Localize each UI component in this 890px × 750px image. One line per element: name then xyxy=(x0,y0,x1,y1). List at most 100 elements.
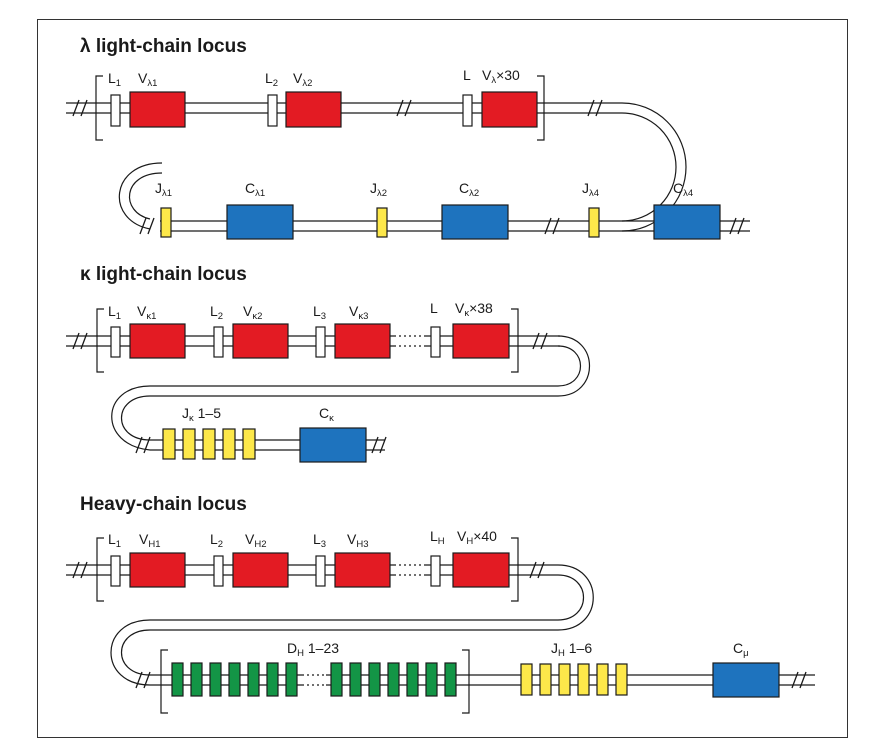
lambda-leader-n xyxy=(462,94,473,127)
heavy-d-label: DH 1–23 xyxy=(287,640,339,659)
heavy-d-segment-13 xyxy=(425,662,438,697)
lambda-v1-label: Vλ1 xyxy=(138,70,157,89)
kappa-j-segment-1 xyxy=(162,428,176,460)
heavy-leader-1 xyxy=(110,555,121,587)
kappa-v-segment-2 xyxy=(232,323,289,359)
heavy-v3-label: VH3 xyxy=(347,531,369,550)
kappa-j-segment-2 xyxy=(182,428,196,460)
heavy-j-segment-5 xyxy=(596,663,609,696)
kappa-leader-2 xyxy=(213,326,224,358)
heavy-c-mu-label: Cμ xyxy=(733,640,749,659)
lambda-v2-label: Vλ2 xyxy=(293,70,312,89)
lambda-j4-label: Jλ4 xyxy=(582,180,599,199)
kappa-v-bracket-right xyxy=(511,308,519,373)
kappa-c-segment xyxy=(299,427,367,463)
heavy-v1-label: VH1 xyxy=(139,531,161,550)
heavy-d-segment-11 xyxy=(387,662,400,697)
heavy-j-label: JH 1–6 xyxy=(551,640,592,659)
heavy-d-segment-6 xyxy=(266,662,279,697)
kappa-v2-label: Vκ2 xyxy=(243,303,262,322)
heavy-d-bracket-left xyxy=(160,649,168,714)
kappa-v-segment-1 xyxy=(129,323,186,359)
lambda-j-segment-1 xyxy=(160,207,172,238)
lambda-locus: λ light-chain locus xyxy=(66,36,750,240)
kappa-v-segment-3 xyxy=(334,323,391,359)
kappa-l2-label: L2 xyxy=(210,303,223,322)
heavy-v-segment-2 xyxy=(232,552,289,588)
heavy-d-segment-1 xyxy=(171,662,184,697)
kappa-v-segment-n xyxy=(452,323,510,359)
heavy-leader-2 xyxy=(213,555,224,587)
kappa-c-label: Cκ xyxy=(319,405,334,424)
lambda-vn-label: Vλ×30 xyxy=(482,67,520,86)
lambda-title: λ light-chain locus xyxy=(80,36,247,57)
lambda-l1-label: L1 xyxy=(108,70,121,89)
lambda-v-segment-n xyxy=(481,91,538,128)
kappa-l1-label: L1 xyxy=(108,303,121,322)
lambda-leader-1 xyxy=(110,94,121,127)
kappa-vn-label: Vκ×38 xyxy=(455,300,493,319)
lambda-leader-2 xyxy=(267,94,278,127)
heavy-l1-label: L1 xyxy=(108,531,121,550)
kappa-l-label: L xyxy=(430,300,438,316)
lambda-v-segment-1 xyxy=(129,91,186,128)
kappa-v3-label: Vκ3 xyxy=(349,303,368,322)
kappa-l3-label: L3 xyxy=(313,303,326,322)
heavy-lh-label: LH xyxy=(430,528,445,547)
kappa-j-segment-3 xyxy=(202,428,216,460)
lambda-l2-label: L2 xyxy=(265,70,278,89)
kappa-locus: κ light-chain locus xyxy=(66,264,591,463)
heavy-d-segment-3 xyxy=(209,662,222,697)
heavy-j-segment-2 xyxy=(539,663,552,696)
heavy-d-segment-4 xyxy=(228,662,241,697)
heavy-title: Heavy-chain locus xyxy=(80,494,247,515)
heavy-v-segment-3 xyxy=(334,552,391,588)
heavy-d-segment-10 xyxy=(368,662,381,697)
kappa-v1-label: Vκ1 xyxy=(137,303,156,322)
kappa-leader-1 xyxy=(110,326,121,358)
kappa-j-segment-4 xyxy=(222,428,236,460)
lambda-v-segment-2 xyxy=(285,91,342,128)
heavy-l2-label: L2 xyxy=(210,531,223,550)
heavy-d-segment-7 xyxy=(285,662,298,697)
lambda-c4-label: Cλ4 xyxy=(673,180,693,199)
lambda-j-segment-4 xyxy=(588,207,600,238)
heavy-d-bracket-right xyxy=(462,649,470,714)
kappa-j-segment-5 xyxy=(242,428,256,460)
lambda-c2-label: Cλ2 xyxy=(459,180,479,199)
heavy-leader-h xyxy=(430,555,441,587)
lambda-j-segment-2 xyxy=(376,207,388,238)
kappa-j-label: Jκ 1–5 xyxy=(182,405,221,424)
heavy-vn-label: VH×40 xyxy=(457,528,497,547)
lambda-c1-label: Cλ1 xyxy=(245,180,265,199)
lambda-v-bracket-left xyxy=(95,75,103,141)
heavy-l3-label: L3 xyxy=(313,531,326,550)
lambda-j2-label: Jλ2 xyxy=(370,180,387,199)
heavy-d-segment-12 xyxy=(406,662,419,697)
heavy-d-segment-8 xyxy=(330,662,343,697)
heavy-d-segment-9 xyxy=(349,662,362,697)
heavy-v-segment-1 xyxy=(129,552,186,588)
heavy-c-mu-segment xyxy=(712,662,780,698)
lambda-c-segment-4 xyxy=(653,204,721,240)
kappa-leader-3 xyxy=(315,326,326,358)
heavy-v-bracket-left xyxy=(96,537,104,602)
figure-frame xyxy=(37,19,848,738)
lambda-j1-label: Jλ1 xyxy=(155,180,172,199)
heavy-v-segment-n xyxy=(452,552,510,588)
heavy-v2-label: VH2 xyxy=(245,531,267,550)
lambda-l-label: L xyxy=(463,67,471,83)
heavy-chain-locus: Heavy-chain locus xyxy=(66,494,815,714)
kappa-title: κ light-chain locus xyxy=(80,264,247,285)
lambda-c-segment-2 xyxy=(441,204,509,240)
heavy-d-segment-14 xyxy=(444,662,457,697)
kappa-leader-n xyxy=(430,326,441,358)
heavy-leader-3 xyxy=(315,555,326,587)
heavy-j-segment-1 xyxy=(520,663,533,696)
heavy-j-segment-4 xyxy=(577,663,590,696)
heavy-d-segment-5 xyxy=(247,662,260,697)
heavy-j-segment-6 xyxy=(615,663,628,696)
heavy-d-segment-2 xyxy=(190,662,203,697)
heavy-v-bracket-right xyxy=(511,537,519,602)
